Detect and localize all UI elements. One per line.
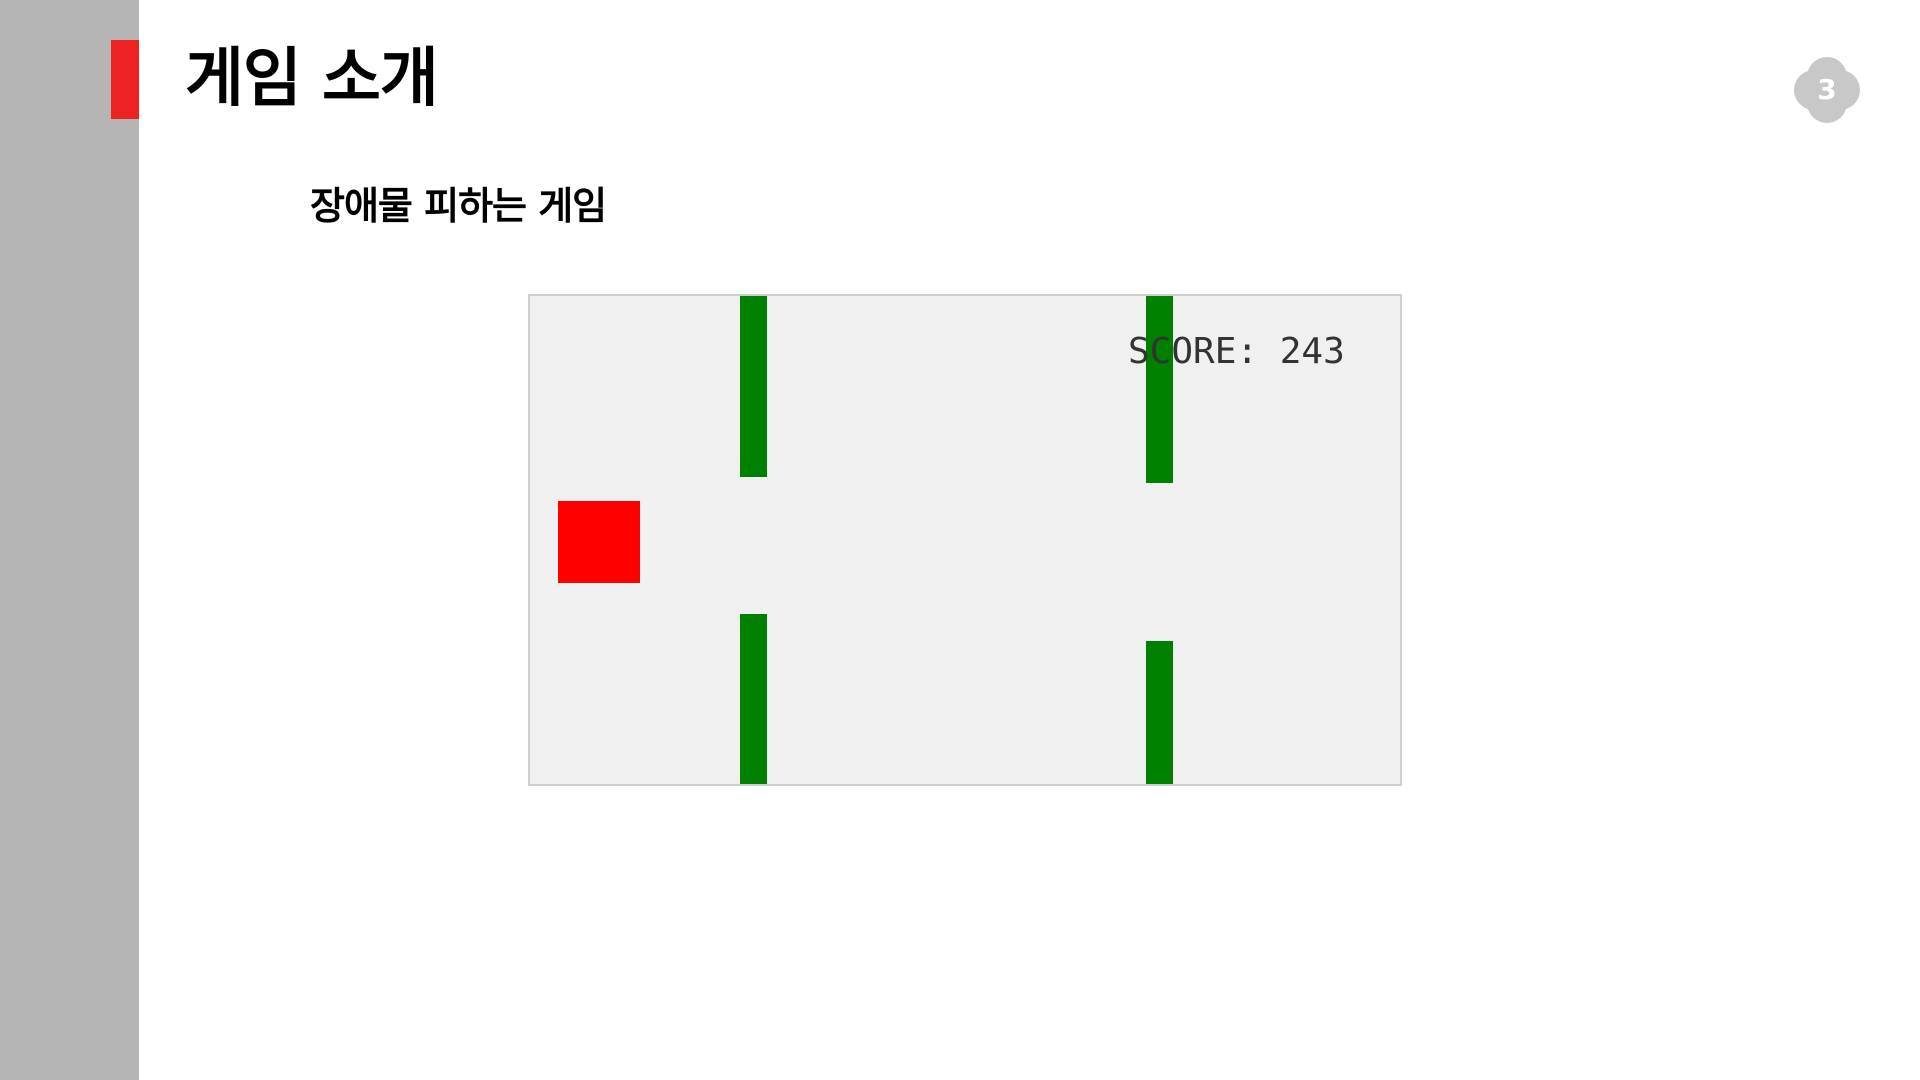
obstacle-pipe-top <box>1146 296 1173 483</box>
obstacle-pipe-bottom <box>740 614 767 784</box>
obstacle-pipe-bottom <box>1146 641 1173 784</box>
left-side-band <box>0 0 139 1080</box>
slide-subtitle: 장애물 피하는 게임 <box>310 184 607 228</box>
page-number-badge: 3 <box>1794 57 1860 123</box>
page-number: 3 <box>1817 73 1837 106</box>
obstacle-pipe-top <box>740 296 767 477</box>
score-display: SCORE: 243 <box>1128 331 1345 372</box>
player-square <box>558 501 640 583</box>
slide-title: 게임 소개 <box>185 42 439 116</box>
game-screenshot: SCORE: 243 <box>528 294 1402 786</box>
title-accent-bar <box>111 40 139 119</box>
